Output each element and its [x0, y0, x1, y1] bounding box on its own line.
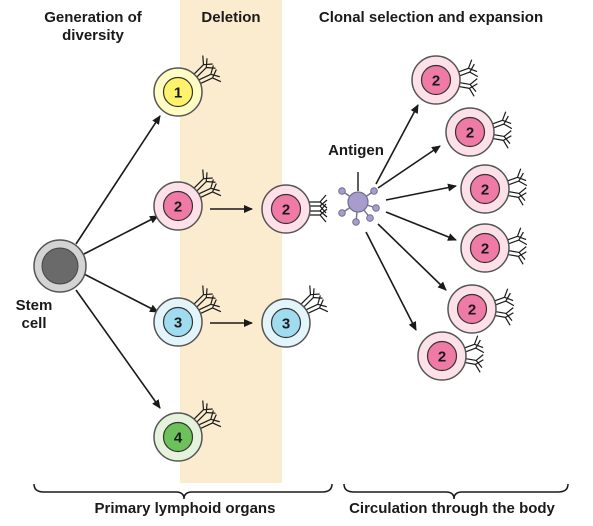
cell-2-selected: 2 — [261, 184, 328, 234]
clone-5-number: 2 — [468, 302, 476, 319]
clone-6: 2 — [417, 331, 485, 381]
cell-2-number: 2 — [174, 199, 182, 216]
heading-generation-of-diversity: Generation of diversity — [44, 9, 142, 44]
antigen-label: Antigen — [328, 142, 384, 159]
clone-4: 2 — [460, 223, 528, 273]
cell-3-survivor-number: 3 — [282, 316, 290, 333]
stem-arrows — [75, 115, 253, 409]
arrow-stem-to-cell1 — [75, 115, 161, 245]
clone-1-number: 2 — [432, 73, 440, 90]
clone-4-number: 2 — [481, 241, 489, 258]
clone-1: 2 — [411, 55, 479, 105]
arrow-stem-to-cell4 — [75, 289, 161, 409]
cell-1-number: 1 — [174, 85, 182, 102]
stem-cell — [33, 239, 87, 293]
clone-6-number: 2 — [438, 349, 446, 366]
clone-2-number: 2 — [466, 125, 474, 142]
cell-3-number: 3 — [174, 315, 182, 332]
arrow-expand-5 — [377, 223, 447, 291]
arrow-expand-1 — [375, 104, 419, 185]
arrow-expand-4 — [385, 211, 457, 241]
arrow-expand-6 — [365, 231, 417, 331]
expansion-arrows — [365, 104, 457, 331]
clone-5: 2 — [447, 284, 515, 334]
brace-primary-lymphoid — [33, 483, 333, 500]
stem-cell-label: Stem cell — [15, 297, 53, 332]
cell-2-selected-number: 2 — [282, 202, 290, 219]
clone-3: 2 — [460, 164, 528, 214]
arrow-stem-to-cell2 — [83, 215, 159, 255]
arrow-stem-to-cell3 — [83, 273, 159, 313]
cell-2: 2 — [153, 169, 222, 231]
cell-4: 4 — [153, 400, 222, 462]
cells-layer: 1 2 3 4 2 3 2 2 2 2 2 2 — [153, 55, 528, 462]
cell-4-number: 4 — [174, 430, 183, 447]
antigen — [338, 172, 380, 226]
cell-3-survivor: 3 — [261, 285, 329, 348]
footer-circulation: Circulation through the body — [349, 500, 555, 517]
clone-2: 2 — [445, 107, 513, 157]
brace-circulation — [343, 483, 569, 500]
heading-deletion: Deletion — [201, 9, 261, 26]
heading-clonal-selection: Clonal selection and expansion — [318, 9, 544, 26]
cell-1: 1 — [153, 55, 222, 117]
arrow-expand-2 — [377, 145, 441, 189]
footer-primary-lymphoid: Primary lymphoid organs — [94, 500, 276, 517]
clone-3-number: 2 — [481, 182, 489, 199]
cell-3: 3 — [153, 285, 222, 347]
arrow-expand-3 — [385, 183, 457, 201]
